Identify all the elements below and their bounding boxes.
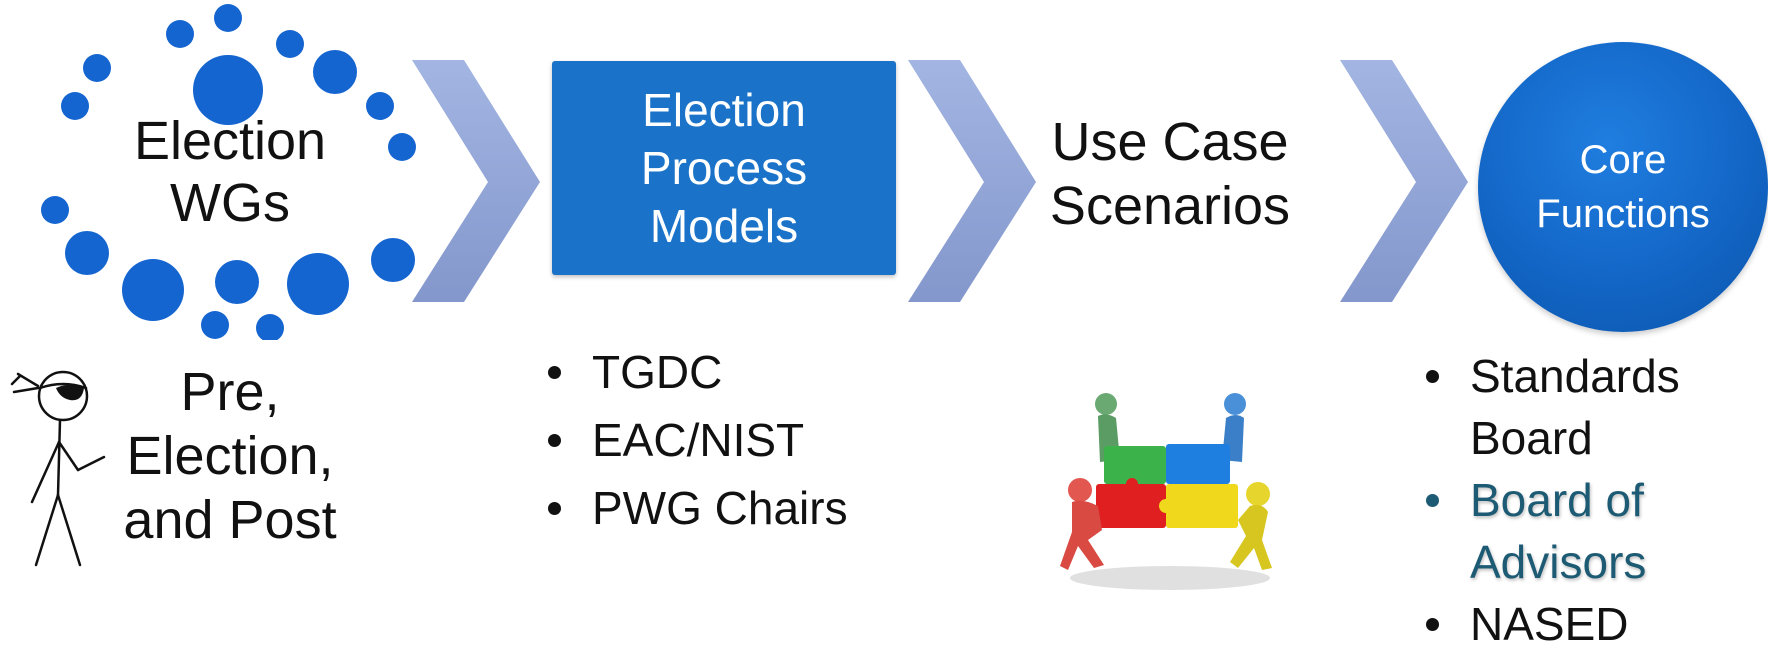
chevron-right-icon <box>1340 60 1468 302</box>
core-functions-circle: Core Functions <box>1478 42 1768 332</box>
stage-3-title: Use Case Scenarios <box>1049 112 1291 236</box>
chevron-right-icon <box>908 60 1036 302</box>
stage-2-title: Election Process Models <box>640 84 808 252</box>
dot-cluster-icon <box>41 4 416 340</box>
list-item: NASED <box>1418 593 1758 655</box>
stage-2-bullet-list: TGDC EAC/NIST PWG Chairs <box>540 338 848 542</box>
process-models-box: Election Process Models <box>552 61 896 275</box>
list-item-highlighted: Board of Advisors <box>1418 469 1758 593</box>
stage-1-subtitle: Pre, Election, and Post <box>123 362 337 550</box>
list-item: Standards Board <box>1418 345 1758 469</box>
chevron-right-icon <box>412 60 540 302</box>
list-item: PWG Chairs <box>540 474 848 542</box>
stick-figure-icon <box>10 370 106 567</box>
stage-1-title: Election WGs <box>133 111 327 233</box>
list-item: TGDC <box>540 338 848 406</box>
stage-4-title: Core Functions <box>1536 138 1710 236</box>
list-item: EAC/NIST <box>540 406 848 474</box>
puzzle-team-icon <box>1060 393 1272 590</box>
stage-4-bullet-list: Standards Board Board of Advisors NASED <box>1418 345 1758 655</box>
